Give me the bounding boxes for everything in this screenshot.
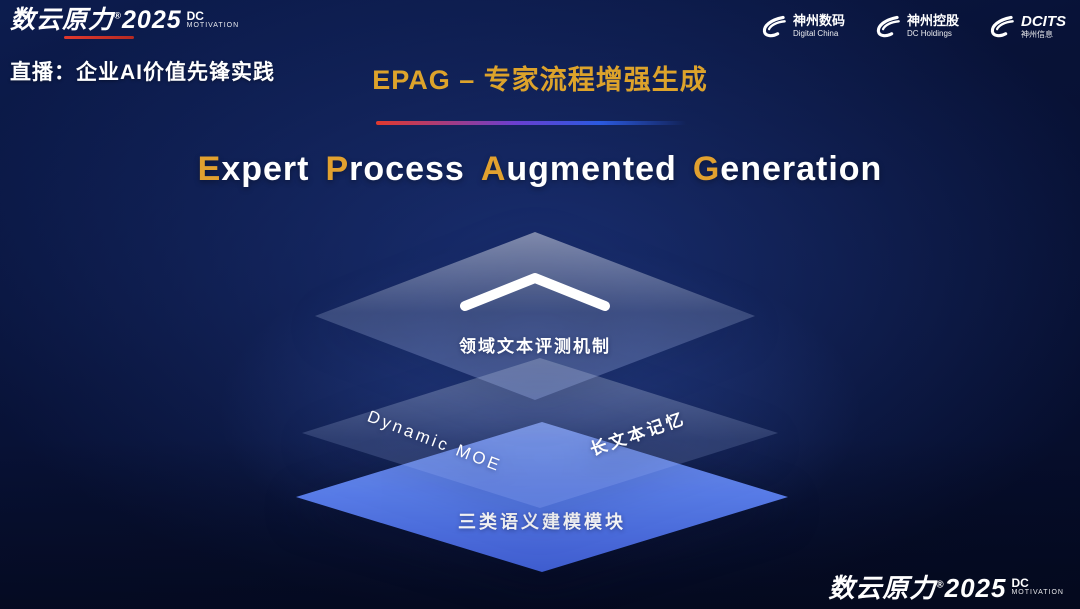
title-word-accent: P	[325, 150, 350, 188]
title-word-accent: G	[692, 150, 721, 188]
brand-logo-top-left: 数云原力®2025 DC MOTIVATION	[10, 8, 239, 33]
chevron-up-icon	[455, 270, 615, 319]
page-title: Expert Process Augmented Generation	[0, 150, 1080, 189]
brand-logo-bottom-right: 数云原力®2025 DC MOTIVATION	[828, 575, 1064, 601]
live-caption: 直播：企业AI价值先锋实践	[10, 61, 275, 84]
brand-sub-motivation: MOTIVATION	[1011, 589, 1064, 596]
layer-bottom-semantic: 三类语义建模模块	[296, 422, 788, 572]
partner-logos: 神州数码 Digital China 神州控股 DC Holdings	[759, 12, 1066, 40]
partner-subname: Digital China	[792, 28, 839, 38]
title-word: Generation	[693, 150, 883, 189]
brand-year: 2025	[944, 573, 1007, 603]
partner-text: DCITS 神州信息	[1021, 13, 1066, 39]
partner-text: 神州控股 DC Holdings	[906, 12, 959, 38]
swoosh-icon	[987, 12, 1015, 40]
layer-top-label: 领域文本评测机制	[459, 337, 611, 356]
brand-name: 数云原力®2025	[10, 8, 182, 33]
brand-name: 数云原力®2025	[828, 575, 1006, 601]
layer-middle-memory: Dynamic MOE 长文本记忆	[302, 358, 778, 508]
title-word-rest: rocess	[349, 150, 465, 188]
title-word: Augmented	[481, 150, 677, 189]
partner-subname: 神州信息	[1021, 30, 1053, 40]
brand-subtitle: DC MOTIVATION	[187, 8, 240, 29]
brand-sub-dc: DC	[186, 9, 204, 23]
title-word-accent: A	[480, 150, 507, 188]
title-divider-line	[376, 121, 686, 125]
registered-mark: ®	[114, 10, 123, 22]
long-text-memory-label: 长文本记忆	[587, 408, 689, 460]
layer-bottom-label: 三类语义建模模块	[458, 512, 626, 532]
title-word-accent: E	[197, 150, 222, 188]
title-word-rest: xpert	[221, 150, 310, 188]
brand-name-text: 数云原力	[828, 573, 937, 603]
layer-top-evaluation: 领域文本评测机制	[315, 232, 755, 400]
slide-title: EPAG – 专家流程增强生成	[372, 65, 708, 95]
swoosh-icon	[873, 12, 901, 40]
brand-sub-motivation: MOTIVATION	[186, 22, 240, 29]
title-word: Process	[325, 150, 464, 189]
partner-name: DCITS	[1021, 12, 1066, 30]
brand-underline-accent	[64, 36, 134, 39]
layer-top-surface: 领域文本评测机制	[315, 232, 755, 400]
title-word-rest: eneration	[720, 150, 883, 188]
brand-year: 2025	[122, 6, 182, 34]
partner-subname: DC Holdings	[906, 28, 952, 38]
partner-logo-dc-holdings: 神州控股 DC Holdings	[873, 12, 959, 40]
title-word-rest: ugmented	[506, 150, 677, 188]
brand-sub-dc: DC	[1011, 576, 1029, 590]
swoosh-icon	[759, 12, 787, 40]
brand-name-text: 数云原力	[10, 6, 115, 34]
partner-logo-digital-china: 神州数码 Digital China	[759, 12, 845, 40]
title-word: Expert	[198, 150, 310, 189]
registered-mark: ®	[936, 579, 945, 591]
partner-text: 神州数码 Digital China	[792, 12, 845, 38]
brand-subtitle: DC MOTIVATION	[1011, 575, 1064, 596]
partner-logo-dcits: DCITS 神州信息	[987, 12, 1066, 40]
dynamic-moe-label: Dynamic MOE	[364, 406, 505, 476]
partner-name: 神州数码	[792, 12, 845, 28]
partner-name: 神州控股	[906, 12, 959, 28]
